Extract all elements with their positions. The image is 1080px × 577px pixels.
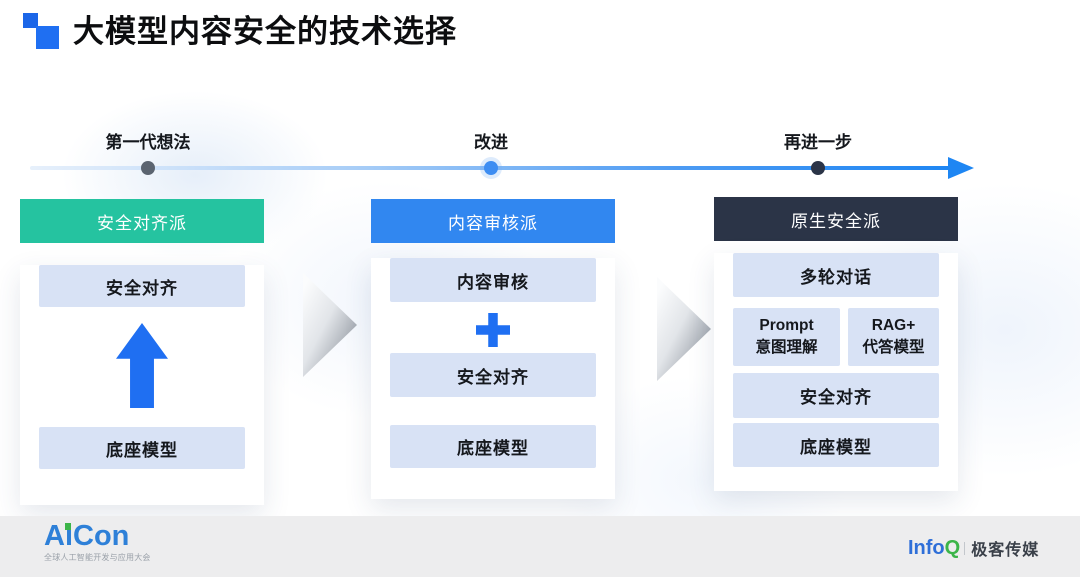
block-rag-answer-model: RAG+ 代答模型 — [848, 308, 939, 366]
aicon-logo: AiCon 全球人工智能开发与应用大会 — [44, 521, 151, 563]
footer-band — [0, 516, 1080, 577]
up-arrow-icon — [116, 323, 168, 408]
panel-body: 内容审核 安全对齐 底座模型 — [371, 258, 615, 499]
block-pair-row: Prompt 意图理解 RAG+ 代答模型 — [733, 308, 939, 366]
title-squares-icon — [22, 12, 62, 52]
block-prompt-intent: Prompt 意图理解 — [733, 308, 840, 366]
block-safety-alignment: 安全对齐 — [39, 265, 245, 307]
aicon-subtitle: 全球人工智能开发与应用大会 — [44, 553, 151, 562]
page-title: 大模型内容安全的技术选择 — [73, 14, 457, 49]
timeline-label: 再进一步 — [784, 133, 852, 152]
timeline-arrowhead-icon — [948, 157, 974, 179]
block-base-model: 底座模型 — [733, 423, 939, 467]
timeline-dot-icon — [811, 161, 825, 175]
block-safety-alignment: 安全对齐 — [390, 353, 596, 397]
block-base-model: 底座模型 — [39, 427, 245, 469]
panel-header: 原生安全派 — [714, 197, 958, 241]
next-step-arrow-icon — [303, 273, 357, 377]
aicon-letter-i: i — [64, 520, 74, 552]
panel-native-security: 原生安全派 多轮对话 Prompt 意图理解 RAG+ 代答模型 安全对齐 底座… — [714, 197, 958, 491]
aicon-letters-con: Con — [73, 520, 130, 552]
footer-divider — [964, 541, 966, 555]
next-step-arrow-icon — [657, 277, 711, 381]
panel-body: 多轮对话 Prompt 意图理解 RAG+ 代答模型 安全对齐 底座模型 — [714, 253, 958, 491]
big-square-icon — [36, 26, 59, 49]
block-line: 代答模型 — [862, 339, 925, 356]
timeline-label: 第一代想法 — [105, 133, 191, 152]
block-line: 意图理解 — [755, 339, 818, 356]
infoq-logo-info: Info — [908, 536, 945, 559]
block-line: RAG+ — [871, 316, 916, 334]
block-multiturn-dialogue: 多轮对话 — [733, 253, 939, 297]
panel-header: 安全对齐派 — [20, 199, 264, 243]
panel-content-moderation: 内容审核派 内容审核 安全对齐 底座模型 — [371, 199, 615, 499]
timeline-dot-icon — [141, 161, 155, 175]
small-square-icon — [23, 13, 38, 28]
panel-body: 安全对齐 底座模型 — [20, 265, 264, 505]
timeline-dot-icon — [484, 161, 498, 175]
panel-header: 内容审核派 — [371, 199, 615, 243]
media-name: 极客传媒 — [971, 542, 1040, 559]
block-base-model: 底座模型 — [390, 425, 596, 468]
block-safety-alignment: 安全对齐 — [733, 373, 939, 418]
timeline-label: 改进 — [474, 133, 508, 152]
aicon-letter-a: A — [44, 520, 65, 552]
title-row: 大模型内容安全的技术选择 — [22, 12, 457, 52]
block-content-moderation: 内容审核 — [390, 258, 596, 302]
block-line: Prompt — [759, 316, 814, 334]
infoq-logo-q: Q — [944, 536, 961, 559]
aicon-logo-text: AiCon — [44, 521, 151, 551]
panel-safety-alignment: 安全对齐派 安全对齐 底座模型 — [20, 199, 264, 505]
plus-icon — [476, 313, 510, 347]
